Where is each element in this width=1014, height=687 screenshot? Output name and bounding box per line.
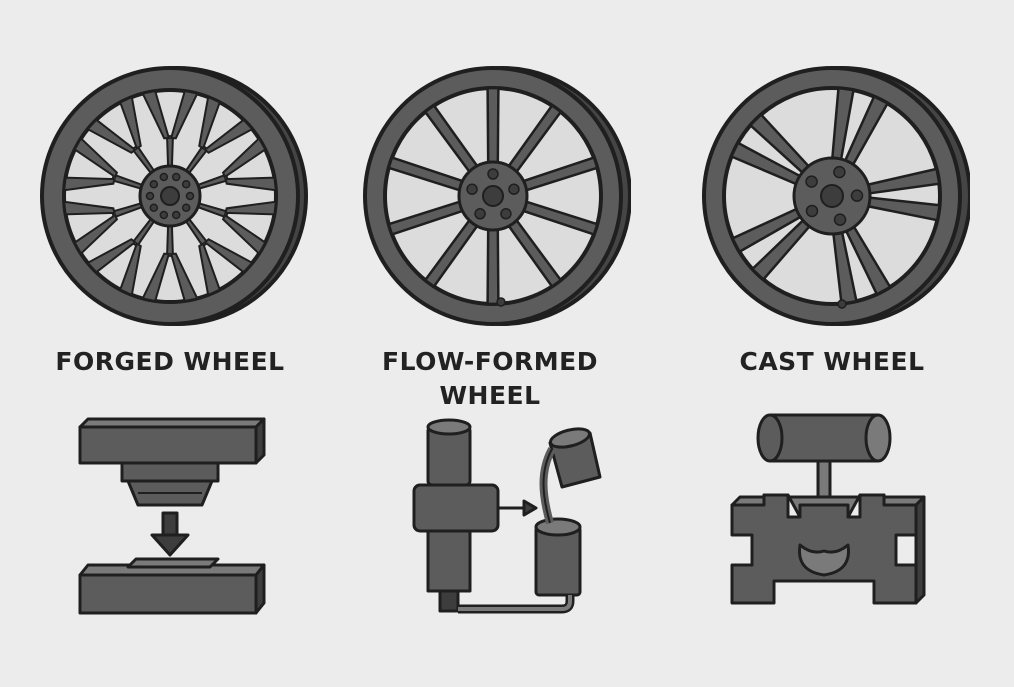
flow-lug-nut (466, 183, 478, 195)
flow-wheel-lug-nuts (466, 168, 520, 220)
forged-wheel-lug-nuts (145, 172, 195, 220)
flow-lug-nut (474, 208, 486, 220)
flow-pour-cup-rim (548, 427, 592, 449)
forged-lug-nut (171, 210, 181, 220)
flow-roller-collar (412, 483, 500, 533)
flow-pipe-outline (458, 595, 575, 614)
flow-forming-illustration (412, 418, 602, 614)
flow-spindle-shaft (438, 589, 460, 613)
flow-pipe (458, 595, 572, 611)
forged-wheel-spokes (63, 89, 277, 303)
forged-spoke-arm (73, 136, 119, 179)
flow-lug-nut (508, 183, 520, 195)
forged-lug-nut (159, 172, 169, 182)
flow-wheel-center-cap (482, 185, 504, 207)
cast-wheel-center-cap (820, 184, 844, 208)
press-anvil-front (78, 573, 258, 615)
flow-spindle-bottom (426, 529, 472, 593)
casting-mold-cavity (798, 543, 850, 577)
forged-spoke-arm (198, 95, 221, 150)
forged-lug-nut (145, 191, 155, 201)
flow-mold-top (534, 517, 582, 537)
forged-wheel-illustration (40, 66, 308, 326)
press-upper-die (120, 461, 220, 483)
forged-spoke-arm (141, 252, 171, 303)
forged-spoke-arm (141, 89, 171, 140)
cast-wheel-lug-nuts (805, 165, 864, 226)
flow-formed-wheel-illustration (363, 66, 631, 326)
forged-spoke-arm (119, 95, 142, 150)
flow-spindle-cap (426, 418, 472, 436)
forged-spoke-arm (224, 200, 277, 216)
casting-mold-block (730, 493, 918, 605)
forged-spoke-arm (63, 200, 116, 216)
flow-lug-nut (487, 168, 499, 180)
casting-mold-illustration (730, 413, 926, 605)
casting-mold-side (914, 495, 926, 605)
cast-wheel-illustration (702, 66, 970, 326)
forged-spoke-arm (86, 118, 137, 154)
forged-spoke-arm (203, 118, 254, 154)
forged-spoke-arm (73, 213, 119, 256)
forged-lug-nut (149, 203, 159, 213)
forging-press-illustration (78, 417, 266, 615)
forged-lug-nut (181, 179, 191, 189)
flow-wheel-valve-stem (496, 297, 506, 307)
forged-lug-nut (171, 172, 181, 182)
cast-lug-nut (805, 204, 819, 218)
forged-wheel-center-cap (160, 186, 180, 206)
label-forged-wheel: FORGED WHEEL (55, 347, 285, 376)
forged-lug-nut (181, 203, 191, 213)
cast-lug-nut (805, 175, 818, 188)
forged-spoke-arm (169, 252, 199, 303)
cast-lug-nut (833, 213, 847, 226)
flow-lug-nut (500, 208, 512, 220)
press-arrow-head (150, 533, 190, 557)
flow-arrow-head (522, 499, 538, 517)
label-flow-formed-wheel: FLOW-FORMED WHEEL (382, 347, 598, 410)
flow-spoke (486, 224, 500, 306)
press-ram-front (78, 425, 258, 465)
forged-spoke-arm (63, 176, 116, 192)
casting-crucible-body (768, 413, 880, 463)
forged-spoke-arm (221, 213, 267, 256)
flow-wheel-spokes (387, 86, 599, 306)
forged-lug-nut (159, 210, 169, 220)
forged-spoke-arm (203, 238, 254, 274)
flow-pour-stream-outline (542, 448, 553, 524)
press-arrow-shaft (161, 511, 179, 537)
cast-lug-nut (833, 165, 846, 179)
label-cast-wheel: CAST WHEEL (739, 347, 925, 376)
forged-spoke-arm (198, 242, 221, 297)
press-workpiece (126, 557, 220, 569)
forged-spoke-arm (119, 242, 142, 297)
casting-crucible-back (756, 413, 784, 463)
forged-lug-nut (185, 191, 195, 201)
forged-spoke-arm (224, 176, 277, 192)
forged-spoke-arm (86, 238, 137, 274)
forged-spoke-arm (221, 136, 267, 179)
cast-wheel-valve-stem (837, 299, 847, 309)
forged-spoke-arm (169, 89, 199, 140)
cast-lug-nut (850, 189, 864, 202)
flow-mold-cylinder (534, 525, 582, 597)
flow-spindle-top (426, 425, 472, 487)
forged-lug-nut (149, 179, 159, 189)
casting-crucible-end (864, 413, 892, 463)
flow-spoke (486, 86, 500, 168)
